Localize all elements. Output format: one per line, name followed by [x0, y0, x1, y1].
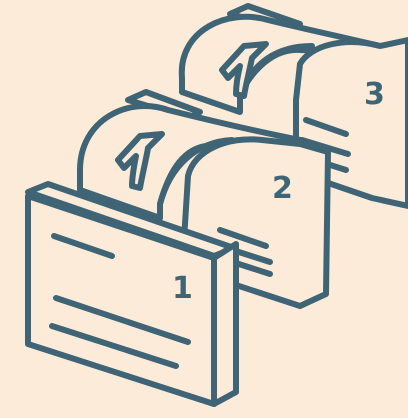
card-2-number: 2: [272, 171, 293, 206]
card-1-number: 1: [172, 271, 193, 306]
card-3-number: 3: [364, 77, 385, 112]
card-1-side: [214, 244, 236, 404]
